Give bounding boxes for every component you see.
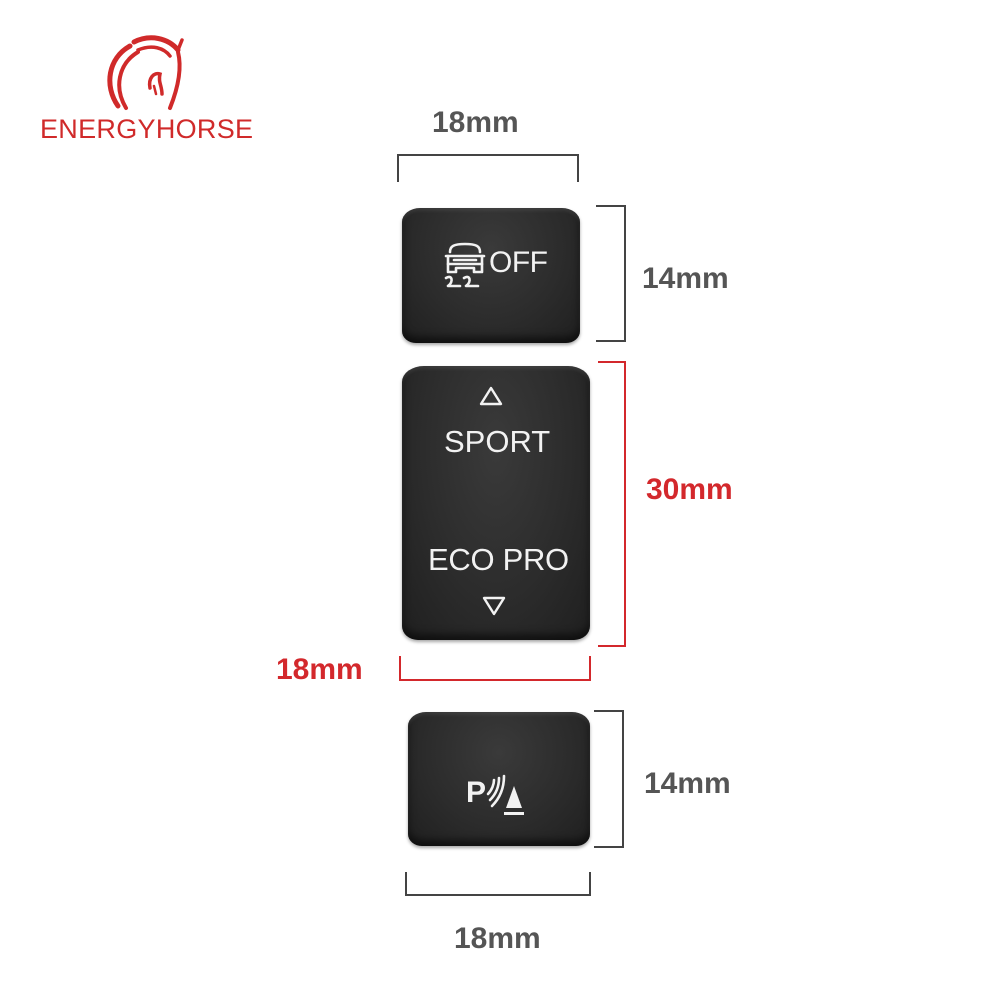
park-distance-button: P [408, 712, 590, 846]
off-label: OFF [489, 246, 548, 279]
parking-sensor-icon: P [466, 768, 530, 825]
traction-off-button: OFF [402, 208, 580, 343]
mid-height-bracket [598, 361, 626, 647]
eco-pro-label: ECO PRO [428, 542, 569, 577]
horse-head-icon [98, 28, 190, 120]
bottom-width-label: 18mm [454, 922, 541, 955]
mid-height-label: 30mm [646, 473, 733, 506]
bottom-height-label: 14mm [644, 767, 731, 800]
triangle-down-icon [482, 596, 506, 621]
drive-mode-button: SPORT ECO PRO [402, 366, 590, 640]
sport-label: SPORT [444, 424, 551, 459]
top-height-label: 14mm [642, 262, 729, 295]
mid-width-bracket [399, 656, 591, 681]
brand-name: ENERGYHORSE [40, 114, 254, 144]
top-width-bracket [397, 154, 579, 182]
bottom-width-bracket [405, 872, 591, 896]
top-height-bracket [596, 205, 626, 342]
triangle-up-icon [479, 386, 503, 411]
bottom-height-bracket [594, 710, 624, 848]
top-width-label: 18mm [432, 106, 519, 139]
mid-width-label: 18mm [276, 653, 363, 686]
svg-text:P: P [466, 776, 486, 809]
car-skid-icon [442, 242, 488, 295]
